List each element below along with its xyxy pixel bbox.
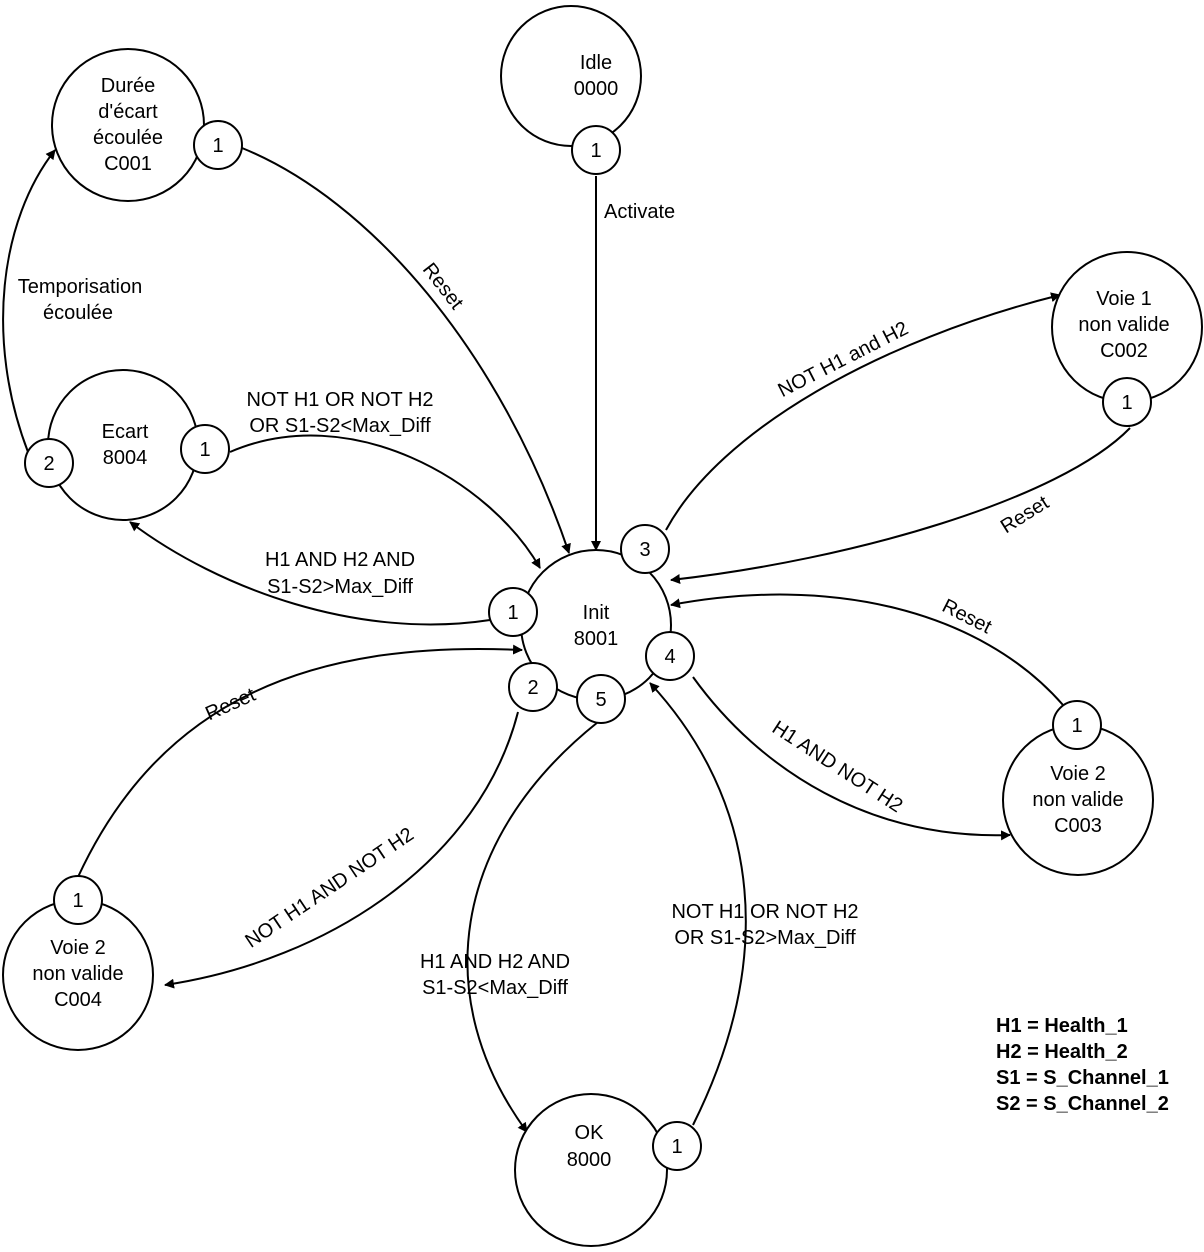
state-duree-code: C001 bbox=[104, 153, 152, 175]
port-init-4: 4 bbox=[664, 646, 675, 668]
state-ecart-name: Ecart bbox=[102, 421, 149, 443]
state-voie2-non-valide-c003: Voie 2 non valide C003 1 bbox=[1002, 700, 1154, 876]
edge-duree-reset-to-init bbox=[241, 147, 571, 554]
state-duree-line1: Durée bbox=[101, 75, 155, 97]
label-temporisation-line1: Temporisation bbox=[18, 276, 143, 298]
port-voie2-left-1: 1 bbox=[72, 890, 83, 912]
state-voie2-left-code: C004 bbox=[54, 989, 102, 1011]
port-duree-1: 1 bbox=[212, 135, 223, 157]
state-voie2-right-code: C003 bbox=[1054, 815, 1102, 837]
state-ecart: Ecart 8004 1 2 bbox=[24, 369, 230, 521]
legend-h2: H2 = Health_2 bbox=[996, 1041, 1128, 1063]
port-init-2: 2 bbox=[527, 677, 538, 699]
state-voie1-line1: Voie 1 bbox=[1096, 288, 1152, 310]
legend: H1 = Health_1 H2 = Health_2 S1 = S_Chann… bbox=[996, 1015, 1169, 1115]
legend-s1: S1 = S_Channel_1 bbox=[996, 1067, 1169, 1089]
label-init-to-voie2-right: H1 AND NOT H2 bbox=[768, 717, 906, 818]
edge-ecart-to-init bbox=[229, 434, 541, 569]
port-voie1-1: 1 bbox=[1121, 392, 1132, 414]
edge-init-to-voie2-left bbox=[164, 711, 519, 989]
edge-voie1-reset-to-init bbox=[670, 427, 1131, 584]
label-init-to-voie1: NOT H1 and H2 bbox=[775, 317, 912, 402]
label-init-to-ok-line1: H1 AND H2 AND bbox=[420, 951, 570, 973]
port-ok-1: 1 bbox=[671, 1136, 682, 1158]
edge-init-to-voie1 bbox=[665, 292, 1061, 531]
label-ecart-to-init-line2: OR S1-S2<Max_Diff bbox=[249, 415, 431, 437]
state-ok-code: 8000 bbox=[567, 1149, 612, 1171]
label-init-to-ecart-line2: S1-S2>Max_Diff bbox=[267, 576, 413, 598]
state-voie1-code: C002 bbox=[1100, 340, 1148, 362]
legend-s2: S2 = S_Channel_2 bbox=[996, 1093, 1169, 1115]
edge-ecart-to-duree bbox=[2, 149, 56, 453]
state-voie2-left-line2: non valide bbox=[32, 963, 123, 985]
label-init-to-ecart-line1: H1 AND H2 AND bbox=[265, 549, 415, 571]
edge-init-to-ecart bbox=[129, 521, 491, 626]
state-idle-name: Idle bbox=[580, 52, 612, 74]
port-init-1: 1 bbox=[507, 602, 518, 624]
state-init-code: 8001 bbox=[574, 628, 619, 650]
edge-voie2-right-reset-to-init bbox=[670, 593, 1064, 706]
port-voie2-right-1: 1 bbox=[1071, 715, 1082, 737]
label-reset-duree: Reset bbox=[418, 259, 468, 314]
edge-init-to-ok bbox=[466, 721, 599, 1133]
edge-ok-to-init bbox=[649, 682, 747, 1126]
state-idle: Idle 0000 1 bbox=[500, 5, 642, 175]
state-duree-line3: écoulée bbox=[93, 127, 163, 149]
label-activate: Activate bbox=[604, 201, 675, 223]
port-ecart-2: 2 bbox=[43, 453, 54, 475]
state-voie1-line2: non valide bbox=[1078, 314, 1169, 336]
state-init-name: Init bbox=[583, 602, 610, 624]
label-init-to-ok-line2: S1-S2<Max_Diff bbox=[422, 977, 568, 999]
state-voie2-left-line1: Voie 2 bbox=[50, 937, 106, 959]
label-reset-voie2-left: Reset bbox=[202, 684, 259, 726]
label-ok-to-init-line1: NOT H1 OR NOT H2 bbox=[671, 901, 858, 923]
port-ecart-1: 1 bbox=[199, 439, 210, 461]
label-ecart-to-init-line1: NOT H1 OR NOT H2 bbox=[246, 389, 433, 411]
edge-init-to-voie2-right bbox=[692, 676, 1011, 841]
legend-h1: H1 = Health_1 bbox=[996, 1015, 1128, 1037]
edge-voie2-left-reset-to-init bbox=[77, 644, 523, 878]
state-voie2-non-valide-c004: Voie 2 non valide C004 1 bbox=[2, 875, 154, 1051]
label-reset-voie2-right: Reset bbox=[938, 595, 995, 639]
label-ok-to-init-line2: OR S1-S2>Max_Diff bbox=[674, 927, 856, 949]
state-ok: OK 8000 1 bbox=[514, 1093, 702, 1247]
state-ok-name: OK bbox=[575, 1122, 605, 1144]
state-voie2-right-line1: Voie 2 bbox=[1050, 763, 1106, 785]
state-ecart-code: 8004 bbox=[103, 447, 148, 469]
port-init-5: 5 bbox=[595, 689, 606, 711]
state-voie2-right-line2: non valide bbox=[1032, 789, 1123, 811]
state-duree-ecart-ecoulee: Durée d'écart écoulée C001 1 bbox=[51, 48, 243, 202]
state-idle-code: 0000 bbox=[574, 78, 619, 100]
label-temporisation-line2: écoulée bbox=[43, 302, 113, 324]
port-idle-1: 1 bbox=[590, 140, 601, 162]
label-reset-voie1: Reset bbox=[997, 492, 1053, 539]
port-init-3: 3 bbox=[639, 539, 650, 561]
state-duree-line2: d'écart bbox=[98, 101, 158, 123]
label-init-to-voie2-left: NOT H1 AND NOT H2 bbox=[241, 823, 418, 952]
state-voie1-non-valide: Voie 1 non valide C002 1 bbox=[1051, 251, 1203, 427]
state-init: Init 8001 3 1 4 2 5 bbox=[488, 524, 695, 724]
